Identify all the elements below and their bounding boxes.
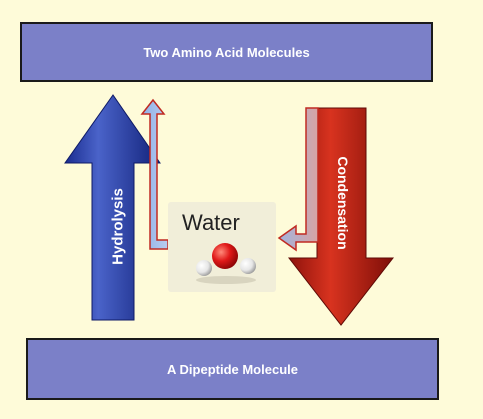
hydrogen-atom-right (240, 258, 256, 274)
bottom-box-dipeptide: A Dipeptide Molecule (26, 338, 439, 400)
hydrolysis-arrow (64, 94, 161, 321)
bottom-box-label: A Dipeptide Molecule (167, 361, 298, 377)
top-box-two-amino-acids: Two Amino Acid Molecules (20, 22, 433, 82)
condensation-label: Condensation (335, 156, 351, 250)
water-label: Water (182, 210, 240, 235)
top-box-label: Two Amino Acid Molecules (143, 44, 310, 60)
water-card: Water (168, 202, 276, 292)
top-to-water-arrow (277, 107, 319, 252)
condensation-arrow (287, 107, 395, 326)
hydrolysis-label: Hydrolysis (109, 188, 127, 265)
water-to-top-arrow (140, 98, 169, 250)
water-molecule-icon (196, 243, 256, 284)
oxygen-atom (212, 243, 238, 269)
hydrogen-atom-left (196, 260, 212, 276)
